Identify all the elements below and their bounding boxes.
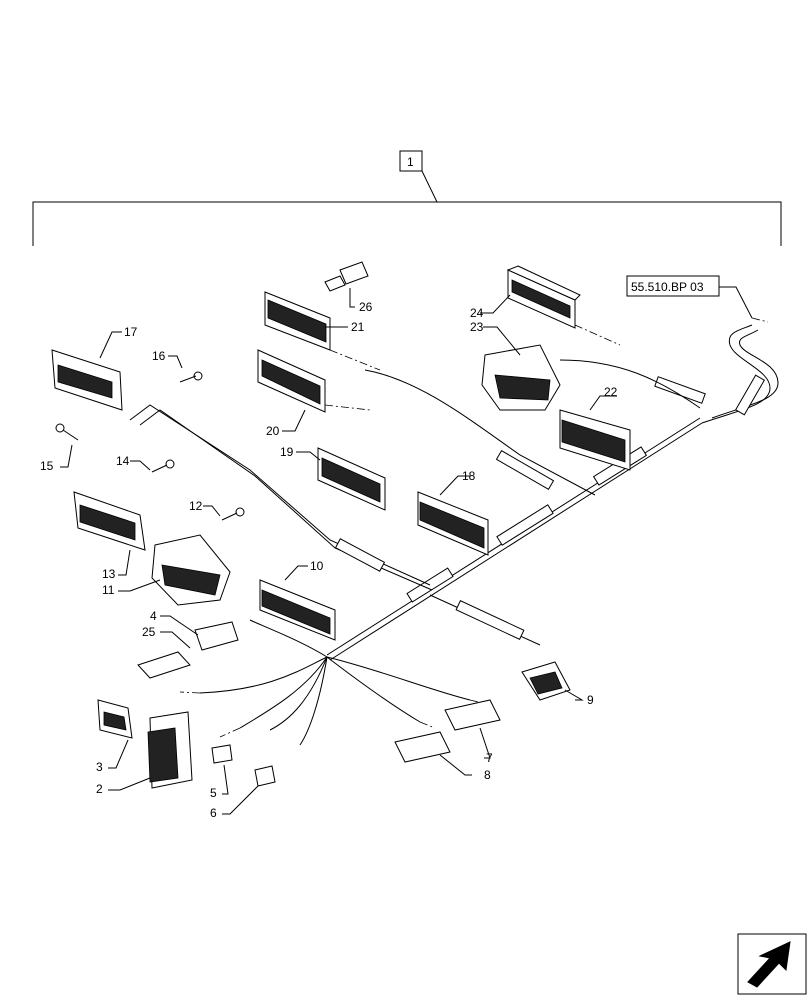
reference-box[interactable]: 55.510.BP 03 xyxy=(626,275,769,323)
ring-terminal-16: 16 xyxy=(152,349,203,383)
assembly-bracket: 1 xyxy=(32,150,782,246)
callout-4: 4 xyxy=(150,609,157,623)
connector-20: 20 xyxy=(257,349,371,438)
callout-7: 7 xyxy=(486,751,493,765)
ring-terminal-12: 12 xyxy=(189,499,245,521)
callout-15: 15 xyxy=(40,459,54,473)
callout-21: 21 xyxy=(351,320,365,334)
connector-19: 19 xyxy=(280,445,386,511)
callout-6: 6 xyxy=(210,806,217,820)
connector-13: 13 xyxy=(73,491,146,581)
connector-26: 26 xyxy=(324,261,373,314)
connector-25: 25 xyxy=(137,625,191,679)
connector-4: 4 xyxy=(150,609,239,651)
branch-wires xyxy=(179,619,491,746)
connector-23: 23 xyxy=(470,320,561,411)
callout-19: 19 xyxy=(280,445,294,459)
callout-13: 13 xyxy=(102,567,116,581)
connector-8: 8 xyxy=(394,731,491,782)
connector-11: 11 xyxy=(102,534,231,606)
callout-9: 9 xyxy=(587,693,594,707)
callout-12: 12 xyxy=(189,499,203,513)
callout-22: 22 xyxy=(604,385,618,399)
callout-16: 16 xyxy=(152,349,166,363)
connector-7: 7 xyxy=(444,699,501,765)
callout-18: 18 xyxy=(462,469,476,483)
callout-14: 14 xyxy=(116,454,130,468)
callout-17: 17 xyxy=(124,325,138,339)
connector-22: 22 xyxy=(559,385,631,471)
callout-2: 2 xyxy=(96,782,103,796)
callout-23: 23 xyxy=(470,320,484,334)
next-page-arrow-icon[interactable] xyxy=(737,933,807,995)
callout-26: 26 xyxy=(359,300,373,314)
connector-3: 3 xyxy=(96,699,133,774)
assembly-label: 1 xyxy=(407,155,414,169)
callout-10: 10 xyxy=(310,559,324,573)
connector-17: 17 xyxy=(51,325,138,411)
callout-25: 25 xyxy=(142,625,156,639)
callout-11: 11 xyxy=(102,583,115,597)
connector-21: 21 xyxy=(264,291,381,371)
callout-24: 24 xyxy=(470,306,484,320)
connector-18: 18 xyxy=(417,469,489,556)
ring-terminal-14: 14 xyxy=(116,454,175,473)
connector-2: 2 xyxy=(96,711,193,796)
reference-label[interactable]: 55.510.BP 03 xyxy=(631,280,704,294)
terminal-6: 6 xyxy=(210,765,276,820)
callout-3: 3 xyxy=(96,760,103,774)
callout-8: 8 xyxy=(484,768,491,782)
callout-20: 20 xyxy=(266,424,280,438)
harness-trunk xyxy=(129,324,779,661)
connector-9: 9 xyxy=(521,661,594,707)
connector-10: 10 xyxy=(259,559,336,641)
terminal-5: 5 xyxy=(210,744,233,800)
connector-24: 24 xyxy=(470,265,621,346)
ring-terminal-15: 15 xyxy=(40,423,79,473)
callout-5: 5 xyxy=(210,786,217,800)
